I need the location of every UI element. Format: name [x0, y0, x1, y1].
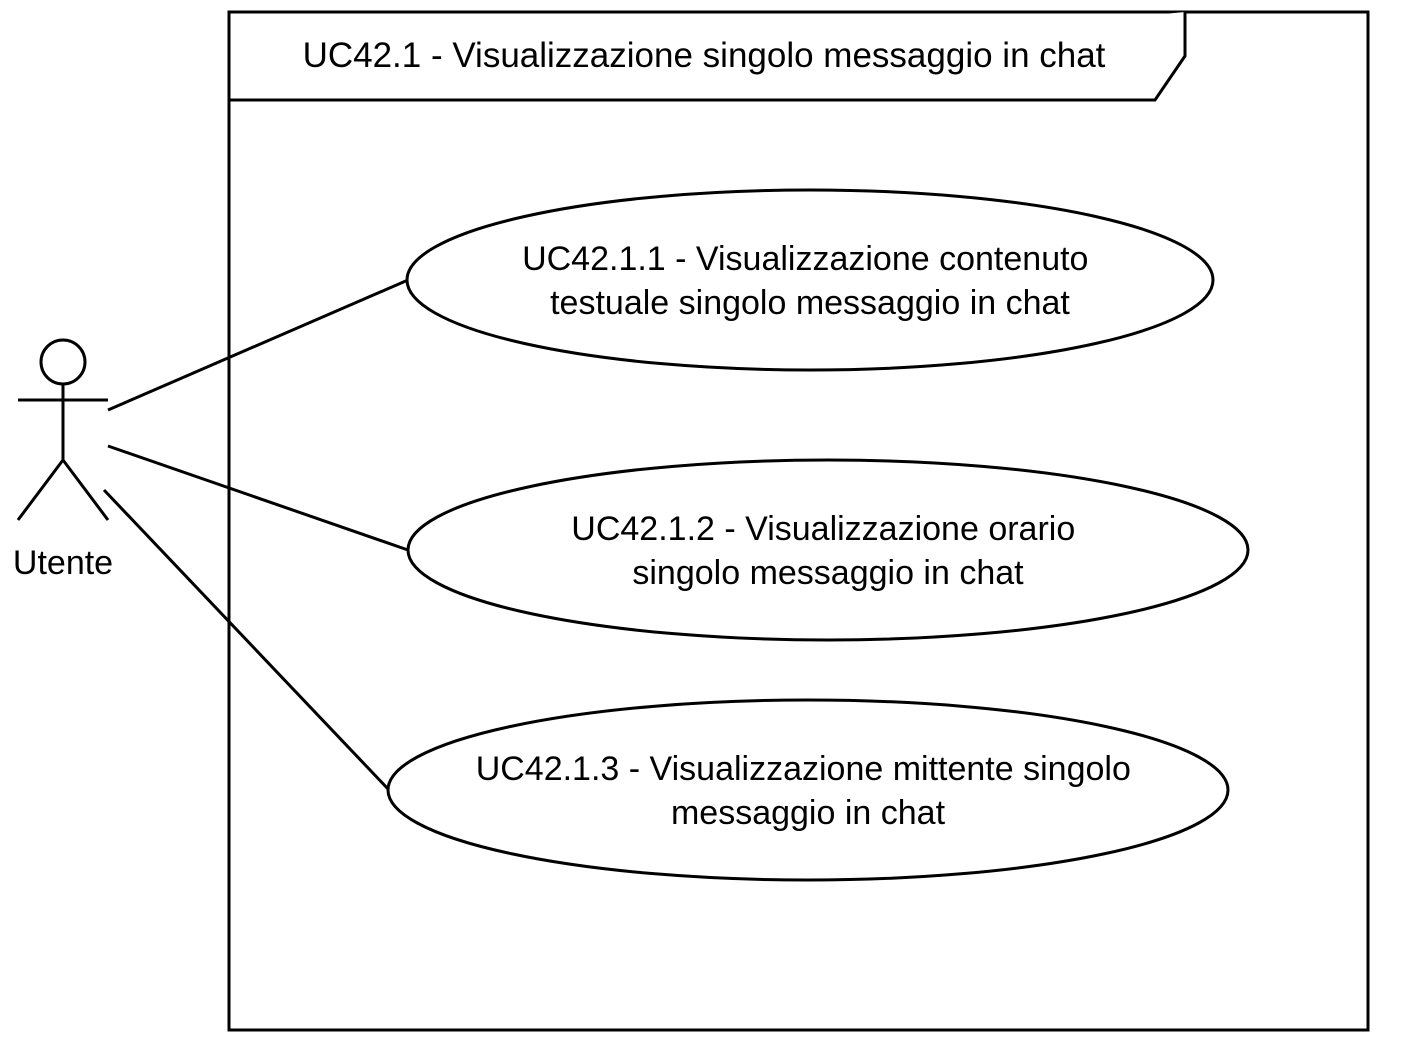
use-case-label: UC42.1.3 - Visualizzazione mittente sing… [476, 750, 1141, 832]
actor-left-leg [16, 459, 65, 521]
use-case-label-line-2: messaggio in chat [671, 794, 946, 832]
use-case-ellipse [386, 698, 1230, 882]
use-case-uc42-1-2: UC42.1.2 - Visualizzazione orario singol… [406, 458, 1250, 642]
actor-right-leg [61, 459, 110, 521]
use-case-uc42-1-3: UC42.1.3 - Visualizzazione mittente sing… [386, 698, 1230, 882]
actor-label: Utente [13, 544, 113, 582]
association-line-uc42-1-1 [107, 278, 409, 412]
actor-utente: Utente [13, 338, 113, 582]
actor-head [39, 338, 87, 386]
use-case-label-line-1: UC42.1.2 - Visualizzazione orario [571, 510, 1075, 548]
boundary-title: UC42.1 - Visualizzazione singolo messagg… [303, 36, 1106, 75]
use-case-label: UC42.1.1 - Visualizzazione contenuto tes… [522, 240, 1098, 322]
use-case-ellipse [405, 188, 1215, 372]
use-case-label-line-2: singolo messaggio in chat [632, 554, 1024, 592]
use-case-label: UC42.1.2 - Visualizzazione orario singol… [571, 510, 1084, 592]
association-line-uc42-1-2 [107, 444, 409, 552]
association-lines [102, 278, 409, 792]
use-case-label-line-1: UC42.1.3 - Visualizzazione mittente sing… [476, 750, 1131, 788]
use-case-uc42-1-1: UC42.1.1 - Visualizzazione contenuto tes… [405, 188, 1215, 372]
use-case-ellipse [406, 458, 1250, 642]
association-line-uc42-1-3 [102, 488, 391, 792]
use-case-label-line-1: UC42.1.1 - Visualizzazione contenuto [522, 240, 1088, 278]
boundary-title-tab [229, 12, 1187, 102]
use-case-label-line-2: testuale singolo messaggio in chat [550, 284, 1070, 322]
